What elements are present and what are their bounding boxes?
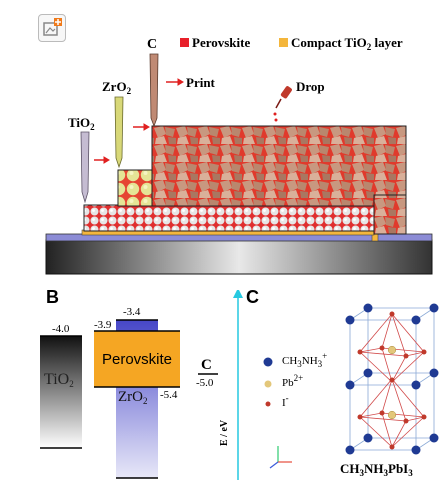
drop-pipette-icon — [273, 86, 292, 122]
legend-perovskite-label: Perovskite — [192, 35, 251, 50]
perovskite-vb-label: -5.4 — [160, 389, 178, 401]
perovskite-band — [94, 331, 180, 387]
legend-perovskite-swatch — [180, 38, 189, 47]
formula-label: CH3NH3PbI3 — [340, 461, 413, 478]
axes-glyph — [269, 446, 292, 469]
image-edit-icon[interactable] — [38, 14, 66, 42]
carbon-nozzle — [149, 53, 159, 128]
probe-c-label: C — [147, 37, 158, 52]
legend-i-dot — [265, 401, 271, 407]
perovskite-top-label: -3.4 — [123, 306, 141, 318]
panel-b-letter: B — [46, 287, 59, 307]
print-label: Print — [186, 75, 215, 90]
perovskite-band-label: Perovskite — [102, 351, 173, 368]
tio2-band-label: TiO2 — [44, 371, 74, 389]
carbon-level-label: -5.0 — [196, 377, 214, 389]
methylammonium-atoms — [345, 303, 439, 455]
legend-ch3nh3-label: CH3NH3+ — [282, 351, 328, 369]
carbon-layer — [151, 125, 407, 207]
panel-c-crystal-structure — [263, 303, 439, 469]
zro2-nozzle — [114, 96, 124, 169]
carbon-label: C — [201, 357, 212, 373]
drop-label: Drop — [296, 79, 325, 94]
panel-c-letter: C — [246, 287, 259, 307]
panel-a-device-schematic — [45, 38, 433, 275]
carbon-contact — [373, 194, 407, 235]
print-arrows — [94, 78, 184, 164]
lead-atoms — [387, 345, 397, 420]
tio2-band — [40, 336, 82, 448]
probe-zro2-label: ZrO2 — [102, 79, 132, 96]
legend-ch3nh3-dot — [263, 357, 273, 367]
tio2-level-label: -4.0 — [52, 323, 70, 335]
mesoporous-tio2-layer — [83, 204, 375, 232]
zro2-band-label: ZrO2 — [118, 389, 148, 406]
energy-axis-label: E / eV — [219, 419, 230, 446]
legend-compact-label: Compact TiO2 layer — [291, 35, 403, 52]
legend-i-label: I- — [282, 393, 289, 409]
probe-tio2-label: TiO2 — [68, 115, 95, 132]
legend-compact-swatch — [279, 38, 288, 47]
legend-pb-dot — [264, 380, 272, 388]
legend-pb-label: Pb2+ — [282, 373, 304, 389]
iodide-atoms — [357, 311, 427, 450]
glass-substrate — [45, 239, 433, 275]
panel-b-energy-diagram — [40, 290, 243, 480]
perovskite-cb-label: -3.9 — [94, 319, 112, 331]
tio2-nozzle — [80, 131, 90, 204]
